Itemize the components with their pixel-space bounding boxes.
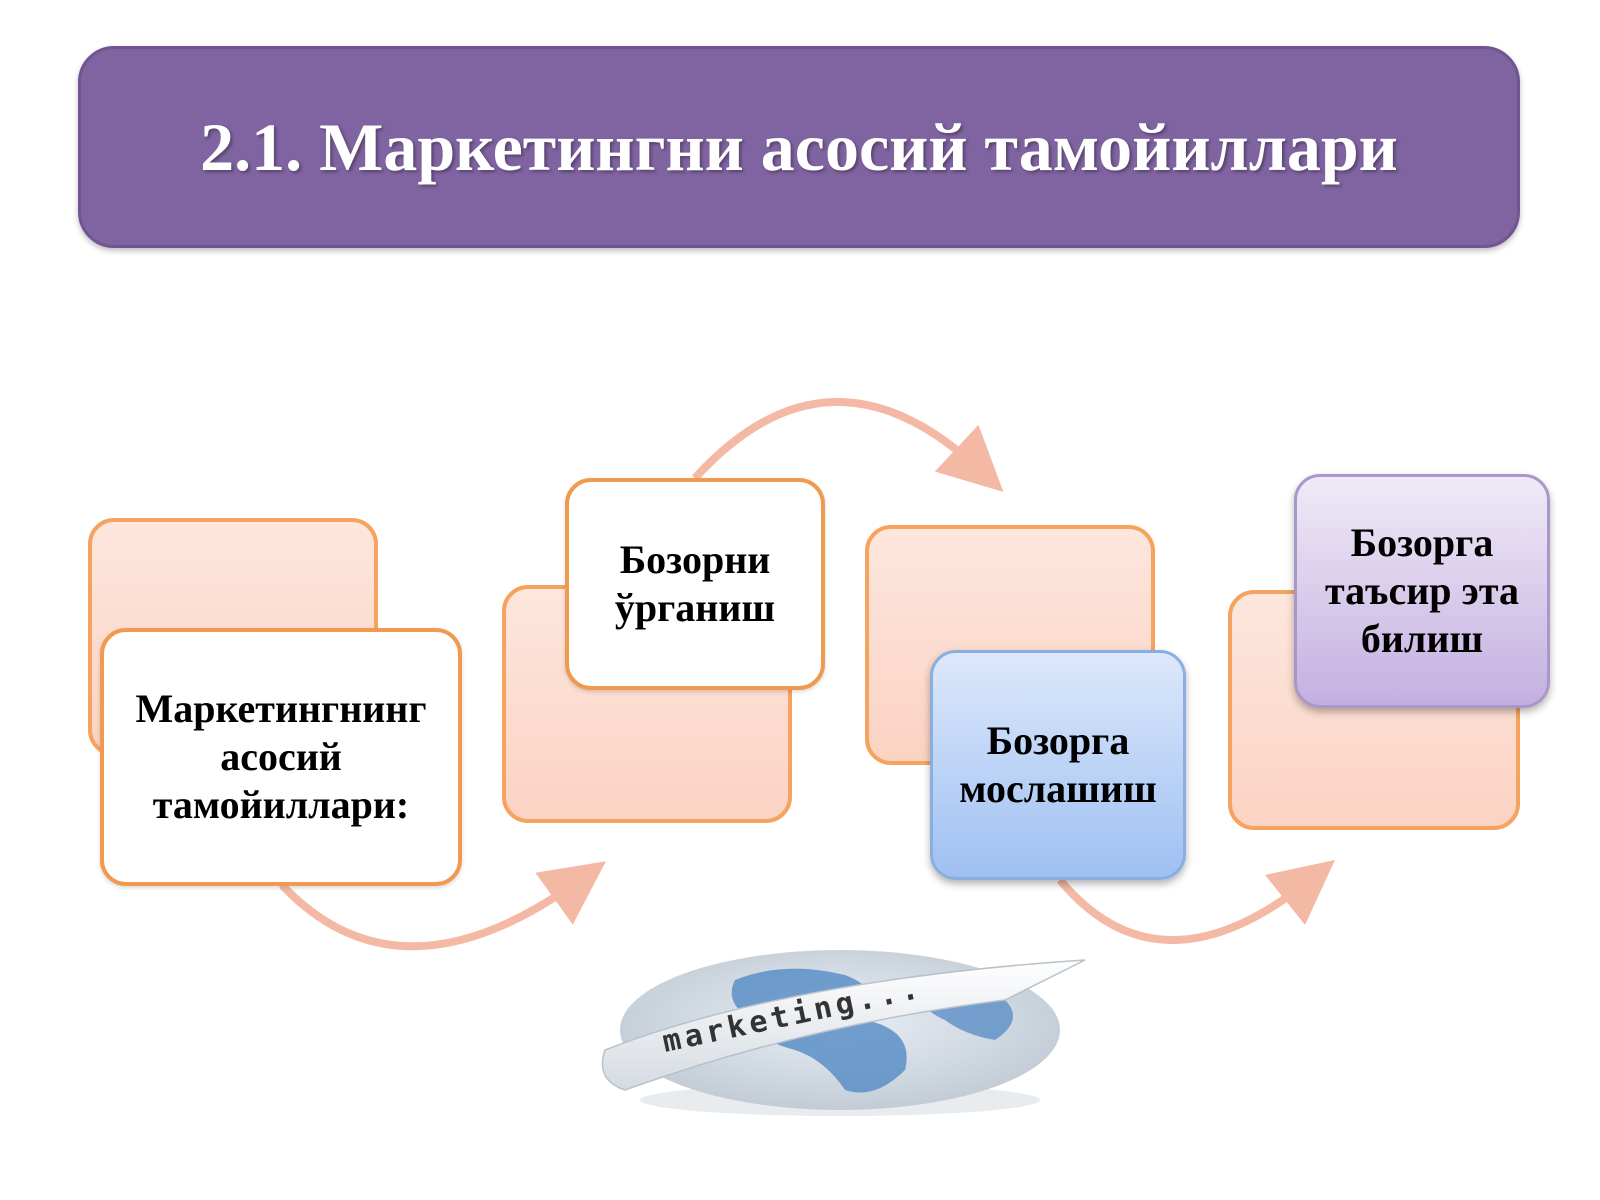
step-1-box: Маркетингнинг асосий тамойиллари: <box>100 628 462 886</box>
step-3-label: Бозорга мослашиш <box>959 718 1157 811</box>
step-4-box: Бозорга таъсир эта билиш <box>1294 474 1550 708</box>
step-2-box: Бозорни ўрганиш <box>565 478 825 690</box>
arc-2 <box>692 398 1004 492</box>
page-title: 2.1. Маркетингни асосий тамойиллари <box>200 108 1398 185</box>
title-bar: 2.1. Маркетингни асосий тамойиллари <box>78 46 1520 248</box>
step-3-box: Бозорга мослашиш <box>930 650 1186 880</box>
arc-1 <box>279 861 606 951</box>
marketing-globe-illustration: marketing... <box>601 950 1086 1116</box>
step-2-label: Бозорни ўрганиш <box>614 537 776 630</box>
banner-ribbon <box>601 959 1086 1091</box>
arc-3 <box>1056 860 1335 944</box>
step-1-label: Маркетингнинг асосий тамойиллари: <box>135 686 427 827</box>
step-4-label: Бозорга таъсир эта билиш <box>1325 520 1519 661</box>
